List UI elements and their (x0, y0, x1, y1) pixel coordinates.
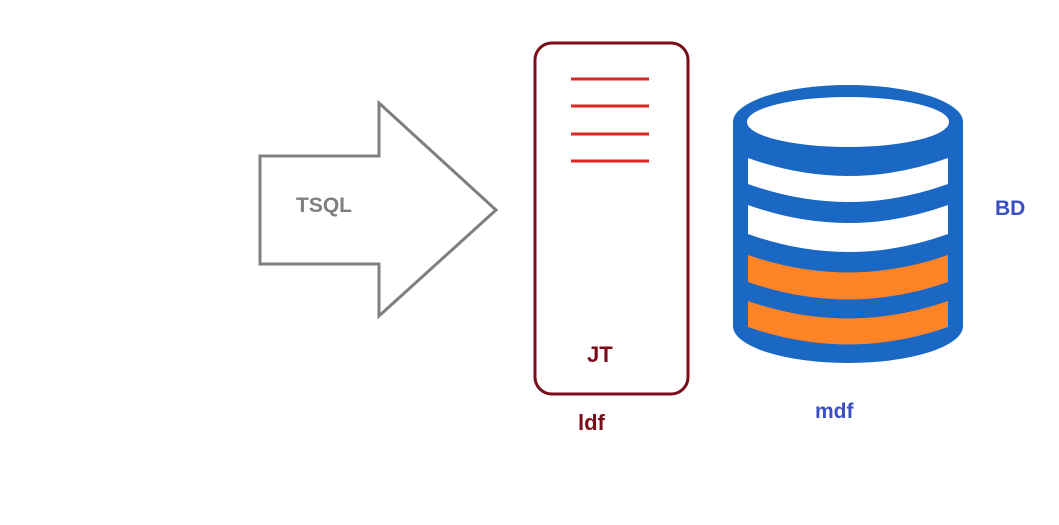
log-inner-label: JT (587, 342, 613, 367)
cylinder-band-used-2 (748, 301, 948, 345)
database-label: BD (995, 197, 1026, 220)
database-cylinder (733, 85, 963, 363)
cylinder-top (747, 97, 949, 147)
cylinder-band-2 (748, 205, 948, 252)
log-file-box (533, 41, 690, 396)
mdf-label: mdf (815, 400, 854, 423)
tsql-label: TSQL (296, 194, 352, 217)
cylinder-band-1 (748, 158, 948, 202)
cylinder-band-used-1 (748, 255, 948, 300)
ldf-label: ldf (578, 410, 605, 435)
tsql-arrow (258, 99, 499, 320)
